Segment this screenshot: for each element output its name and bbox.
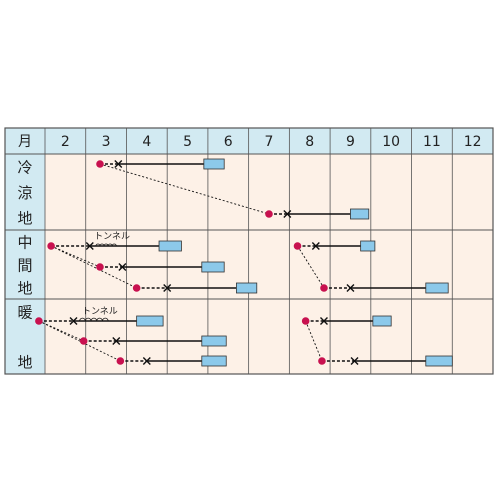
sowing-dot-icon [320, 284, 328, 292]
month-label: 12 [464, 134, 482, 150]
header-month-label: 月 [18, 134, 32, 150]
schedule-link-line [297, 245, 325, 289]
planting-cross-icon [346, 284, 355, 292]
harvest-period-box [201, 355, 227, 367]
month-label: 10 [382, 134, 400, 150]
region-label-char: 地 [17, 209, 32, 227]
sowing-dot-icon [301, 317, 310, 325]
harvest-period-box [158, 240, 182, 252]
month-label: 4 [142, 134, 151, 150]
month-label: 6 [224, 134, 233, 150]
month-label: 11 [423, 134, 441, 150]
planting-cross-icon [283, 210, 292, 218]
planting-cross-icon [85, 242, 94, 250]
harvest-period-box [201, 261, 225, 273]
planting-cross-icon [112, 337, 121, 345]
tunnel-arcs [79, 317, 109, 322]
region-label-char: 冷 [17, 159, 32, 177]
region-label-char: 間 [17, 257, 32, 275]
tunnel-label: トンネル [94, 231, 130, 242]
planting-cross-icon [350, 357, 359, 365]
region-label-char: 地 [17, 354, 32, 372]
harvest-period-box [360, 240, 376, 252]
month-label: 7 [265, 134, 274, 150]
harvest-period-box [372, 315, 392, 327]
sowing-dot-icon [96, 263, 104, 271]
harvest-period-box [425, 355, 453, 367]
schedule-link-line [38, 320, 121, 362]
month-label: 8 [305, 134, 314, 150]
sowing-dot-icon [116, 357, 125, 365]
planting-cross-icon [118, 263, 127, 271]
schedule-link-line [305, 320, 323, 362]
month-label: 5 [183, 134, 192, 150]
region-label-background [5, 154, 45, 374]
planting-cross-icon [69, 317, 78, 325]
month-label: 9 [346, 134, 355, 150]
planting-cross-icon [311, 242, 320, 250]
region-label-char: 暖 [17, 304, 32, 322]
region-label-char: 中 [17, 234, 32, 252]
tunnel-arcs [95, 243, 117, 247]
sowing-dot-icon [96, 160, 104, 168]
harvest-period-box [425, 282, 449, 294]
links-layer [38, 163, 325, 362]
body-background [45, 154, 493, 374]
sowing-dot-icon [79, 337, 88, 345]
month-label: 2 [61, 134, 70, 150]
sowing-dot-icon [265, 210, 273, 218]
sowing-dot-icon [293, 242, 302, 250]
schedule-link-line [99, 163, 270, 215]
harvest-period-box [136, 315, 164, 327]
sowing-dot-icon [132, 284, 141, 292]
sowing-dot-icon [47, 242, 55, 250]
harvest-period-box [350, 208, 370, 220]
planting-cross-icon [163, 284, 172, 292]
planting-cross-icon [114, 160, 123, 168]
planting-cross-icon [142, 357, 151, 365]
harvest-period-box [236, 282, 258, 294]
region-label-char: 地 [17, 280, 32, 298]
sowing-dot-icon [318, 357, 326, 365]
region-label-char: 涼 [17, 184, 32, 202]
planting-cross-icon [319, 317, 328, 325]
harvest-period-box [201, 335, 227, 347]
sowing-dot-icon [35, 317, 43, 325]
harvest-period-box [203, 158, 225, 170]
tunnel-label: トンネル [82, 306, 118, 317]
month-label: 3 [102, 134, 111, 150]
